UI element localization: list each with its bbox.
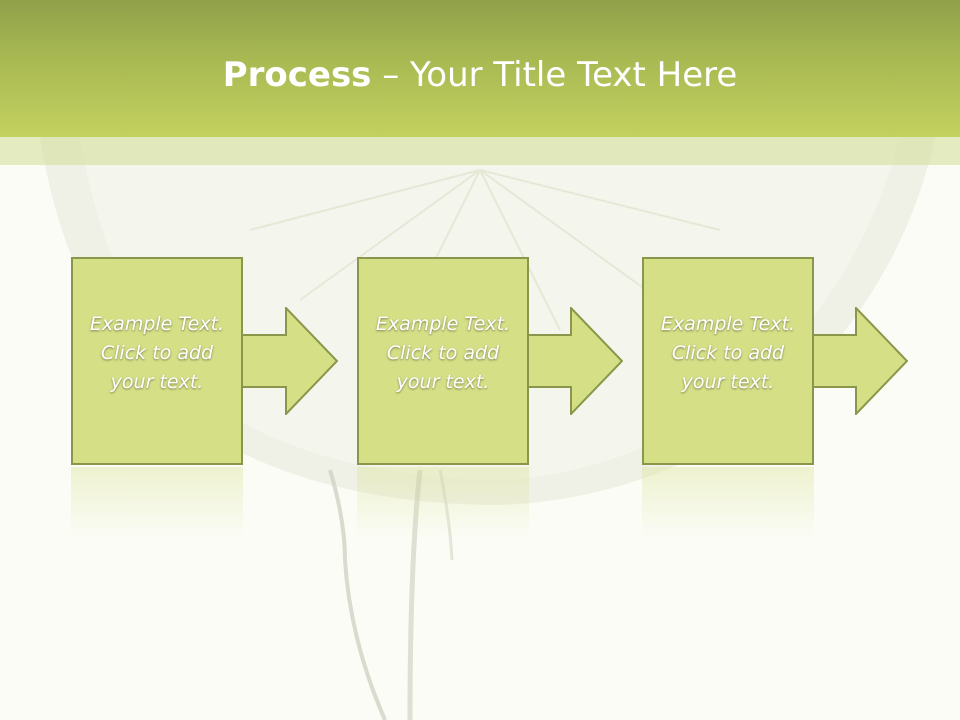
slide-title-bold: Process (222, 55, 372, 95)
step-1-line-2: Click to add (100, 342, 214, 364)
step-3-reflection (642, 467, 814, 539)
step-1-line-3: your text. (110, 371, 204, 393)
step-3-line-1: Example Text. (660, 313, 796, 335)
slide-title[interactable]: Process – Your Title Text Here (0, 50, 960, 100)
step-2-line-1: Example Text. (375, 313, 511, 335)
step-3-text[interactable]: Example Text. Click to add your text. (642, 310, 814, 397)
step-3-box[interactable] (642, 257, 814, 465)
step-1-box[interactable] (71, 257, 243, 465)
title-accent-strip (0, 137, 960, 165)
step-2-box[interactable] (357, 257, 529, 465)
slide-title-rest: – Your Title Text Here (371, 55, 738, 95)
step-2-arrow-icon (523, 307, 623, 415)
step-2-line-3: your text. (396, 371, 490, 393)
step-1-text[interactable]: Example Text. Click to add your text. (71, 310, 243, 397)
step-1-arrow-icon (238, 307, 338, 415)
step-3-arrow-icon (808, 307, 908, 415)
title-band (0, 0, 960, 137)
step-2-line-2: Click to add (386, 342, 500, 364)
step-1-reflection (71, 467, 243, 539)
step-1-line-1: Example Text. (89, 313, 225, 335)
step-3-line-2: Click to add (671, 342, 785, 364)
step-2-reflection (357, 467, 529, 539)
step-2-text[interactable]: Example Text. Click to add your text. (357, 310, 529, 397)
step-3-line-3: your text. (681, 371, 775, 393)
